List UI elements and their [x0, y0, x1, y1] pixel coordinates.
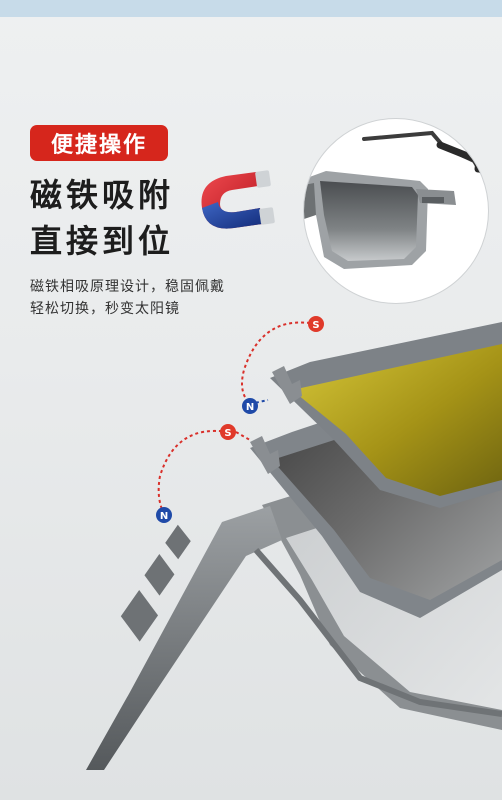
pole-n-lower-icon	[156, 507, 172, 523]
description-line-1: 磁铁相吸原理设计，稳固佩戴	[30, 279, 225, 295]
pole-s-lower-icon	[220, 424, 236, 440]
pole-s-upper-icon	[308, 316, 324, 332]
pole-s-upper-label: S	[312, 320, 319, 331]
glasses-inset	[303, 118, 489, 304]
pole-n-upper-label: N	[246, 402, 254, 413]
headline-line-2: 直接到位	[30, 222, 175, 260]
glasses-product-image: S N S N	[86, 316, 502, 770]
glasses-inset-image	[304, 130, 482, 269]
magnet-icon	[201, 170, 275, 229]
feature-badge: 便捷操作	[30, 125, 168, 161]
badge-label: 便捷操作	[50, 133, 147, 158]
headline-line-1: 磁铁吸附	[30, 176, 175, 214]
pole-n-upper-icon	[242, 398, 258, 414]
pole-n-lower-label: N	[160, 511, 168, 522]
pole-s-lower-label: S	[224, 428, 231, 439]
description-line-2: 轻松切换，秒变太阳镜	[30, 301, 180, 317]
top-strip	[0, 0, 502, 17]
